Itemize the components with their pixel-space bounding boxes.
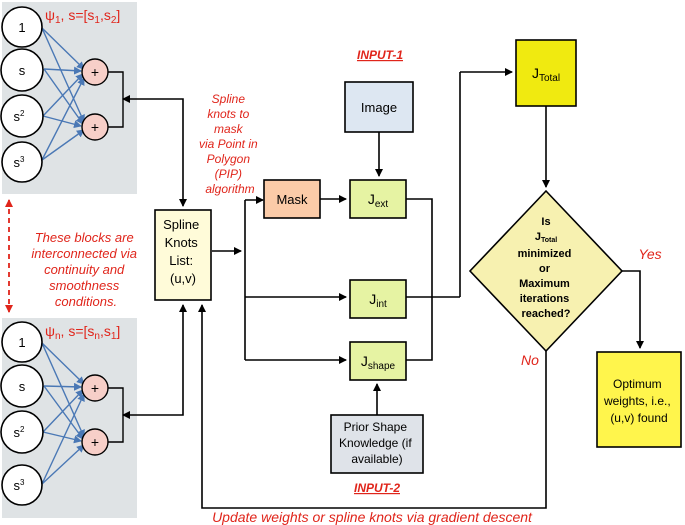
image-box: Image bbox=[344, 81, 414, 133]
label-text: ,s bbox=[100, 323, 111, 339]
input-neuron-s2: s2 bbox=[0, 94, 44, 138]
sum-node-lower: + bbox=[81, 113, 109, 141]
svg-text:s: s bbox=[19, 63, 26, 78]
input-neuron-s: s bbox=[0, 364, 44, 408]
feedback-label: Update weights or spline knots via gradi… bbox=[212, 509, 533, 525]
connector-lines bbox=[41, 27, 85, 161]
pip-note: Spline knots to mask via Point in Polygo… bbox=[199, 92, 261, 196]
svg-text:Jint: Jint bbox=[369, 291, 387, 310]
input-neuron-s2: s2 bbox=[0, 410, 44, 454]
yes-arrow bbox=[622, 270, 644, 349]
svg-text:Mask: Mask bbox=[276, 192, 308, 207]
input-neuron-1: 1 bbox=[1, 6, 43, 48]
mask-box: Mask bbox=[263, 179, 321, 219]
svg-text:+: + bbox=[91, 64, 99, 80]
input-neuron-1: 1 bbox=[1, 321, 43, 363]
psi-subscript: n bbox=[55, 331, 61, 342]
j-int-box: Jint bbox=[349, 279, 407, 319]
svg-text:Jshape: Jshape bbox=[361, 353, 396, 372]
svg-text:s3: s3 bbox=[14, 478, 26, 493]
svg-text:Optimum weights, i.e.,: Optimum weights, i.e., (u,v) found bbox=[603, 377, 674, 425]
s-subscript-a: n bbox=[94, 331, 100, 342]
network-panel-top: ψ1, s=[s1,s2] 1 s s2 s3 bbox=[0, 2, 137, 194]
label-text: ] bbox=[116, 323, 120, 339]
input-2-label: INPUT-2 bbox=[354, 481, 400, 495]
network-to-spline-connectors bbox=[122, 95, 187, 419]
interconnect-note: These blocks are interconnected via cont… bbox=[31, 230, 140, 309]
svg-text:Prior Shape Knowledge (i: Prior Shape Knowledge (if available) bbox=[339, 420, 415, 466]
svg-text:Is: Is bbox=[541, 216, 550, 228]
sum-node-upper: + bbox=[81, 58, 109, 86]
label-text: ] bbox=[116, 7, 120, 23]
connector-lines bbox=[41, 342, 85, 485]
psi-symbol: ψ bbox=[45, 323, 55, 339]
svg-text:s: s bbox=[19, 379, 26, 394]
svg-text:Jext: Jext bbox=[368, 191, 389, 210]
input-neuron-s3: s3 bbox=[1, 464, 43, 506]
label-text: , s=[s bbox=[61, 323, 95, 339]
svg-text:s2: s2 bbox=[14, 109, 26, 124]
psi-symbol: ψ bbox=[45, 7, 55, 23]
svg-text:JTotal: JTotal bbox=[532, 65, 560, 84]
s-subscript-b: 2 bbox=[111, 15, 117, 26]
spline-output-bus bbox=[212, 196, 347, 364]
sum-node-upper: + bbox=[81, 374, 109, 402]
spline-knots-list-box: Spline Knots List: (u,v) bbox=[154, 209, 212, 301]
svg-text:s2: s2 bbox=[14, 425, 26, 440]
sum-node-lower: + bbox=[81, 428, 109, 456]
yes-label: Yes bbox=[638, 246, 661, 262]
prior-shape-box: Prior Shape Knowledge (if available) bbox=[330, 414, 424, 474]
no-label: No bbox=[521, 352, 539, 368]
s-subscript-a: 1 bbox=[94, 15, 100, 26]
j-total-box: JTotal bbox=[515, 39, 577, 107]
j-ext-box: Jext bbox=[349, 179, 407, 219]
svg-text:Spline Knots List:: Spline Knots List: (u,v) bbox=[163, 217, 203, 286]
svg-text:+: + bbox=[91, 434, 99, 450]
svg-text:Image: Image bbox=[361, 100, 397, 115]
label-text: , s=[s bbox=[61, 7, 95, 23]
svg-text:1: 1 bbox=[18, 20, 25, 35]
no-feedback-arrow bbox=[198, 304, 547, 509]
network-bottom-label: ψn, s=[sn,s1] bbox=[45, 323, 120, 342]
svg-text:+: + bbox=[91, 380, 99, 396]
svg-text:s3: s3 bbox=[14, 155, 26, 170]
s-subscript-b: 1 bbox=[111, 331, 117, 342]
network-top-label: ψ1, s=[s1,s2] bbox=[45, 7, 120, 26]
svg-text:+: + bbox=[91, 119, 99, 135]
decision-diamond: Is JTotal minimized or Maximum iteration… bbox=[468, 189, 624, 353]
input-neuron-s: s bbox=[0, 48, 44, 92]
optimum-box: Optimum weights, i.e., (u,v) found bbox=[596, 351, 682, 448]
svg-text:1: 1 bbox=[18, 335, 25, 350]
psi-subscript: 1 bbox=[55, 15, 61, 26]
j-terms-to-total-connectors bbox=[406, 68, 513, 361]
j-shape-box: Jshape bbox=[349, 341, 407, 381]
label-text: ,s bbox=[100, 7, 111, 23]
input-neuron-s3: s3 bbox=[1, 141, 43, 183]
svg-text:JTotal: JTotal bbox=[535, 231, 557, 244]
svg-text:minimized or Maxim: minimized or Maximum iterations reached? bbox=[518, 248, 575, 320]
network-panel-bottom: ψn, s=[sn,s1] 1 s s2 s3 bbox=[0, 318, 137, 518]
input-1-label: INPUT-1 bbox=[357, 48, 403, 62]
